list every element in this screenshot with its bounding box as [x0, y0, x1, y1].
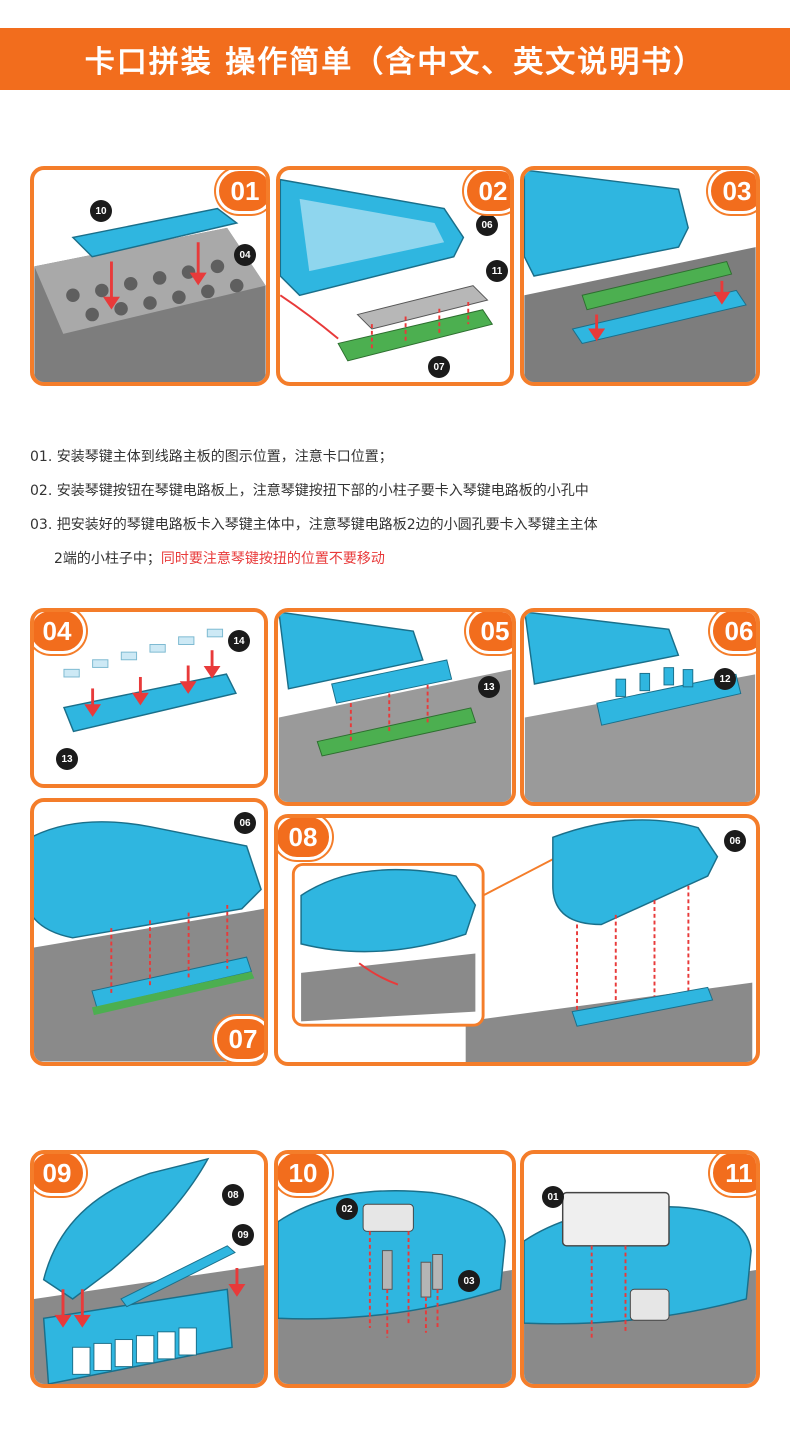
step-badge-02: 02 — [464, 170, 510, 214]
step-badge-07: 07 — [214, 1016, 264, 1062]
step-panel-08: 06 08 — [274, 814, 760, 1066]
step-03-illustration — [524, 170, 756, 382]
step-badge-03: 03 — [708, 170, 756, 214]
part-label-03: 03 — [458, 1270, 480, 1292]
part-label-06: 06 — [234, 812, 256, 834]
step-05-illustration — [278, 612, 512, 802]
step-04-illustration — [62, 628, 238, 733]
step-09-illustration — [34, 1157, 264, 1384]
step-07-illustration — [34, 821, 264, 1062]
part-label-07: 07 — [428, 356, 450, 378]
instruction-warning: 同时要注意琴键按扭的位置不要移动 — [160, 551, 385, 567]
step-badge-01: 01 — [216, 170, 266, 214]
step-panel-01: 10 04 01 — [30, 166, 270, 386]
step-panel-04: 14 13 04 — [30, 608, 268, 788]
part-label-14: 14 — [228, 630, 250, 652]
step-panel-09: 08 09 09 — [30, 1150, 268, 1388]
step-panel-05: 13 05 — [274, 608, 516, 806]
step-badge-09: 09 — [34, 1154, 86, 1196]
banner-title: 卡口拼装 操作简单（含中文、英文说明书） — [84, 45, 706, 80]
step-panel-02: 06 11 07 02 — [276, 166, 514, 386]
part-label-13: 13 — [56, 748, 78, 770]
part-label-09: 09 — [232, 1224, 254, 1246]
step-badge-05: 05 — [466, 612, 512, 654]
part-label-10: 10 — [90, 200, 112, 222]
step-panel-11: 01 11 — [520, 1150, 760, 1388]
step-panel-06: 12 06 — [520, 608, 760, 806]
step-11-illustration — [524, 1191, 756, 1384]
part-label-06: 06 — [724, 830, 746, 852]
step-10-illustration — [278, 1190, 512, 1384]
step-badge-08: 08 — [278, 818, 332, 860]
part-label-02: 02 — [336, 1198, 358, 1220]
part-label-08: 08 — [222, 1184, 244, 1206]
step-panel-03: 03 — [520, 166, 760, 386]
step-01-illustration — [34, 207, 266, 382]
part-label-11: 11 — [486, 260, 508, 282]
instruction-line-2: 02. 安装琴键按钮在琴键电路板上，注意琴键按扭下部的小柱子要卡入琴键电路板的小… — [30, 483, 589, 499]
part-label-13: 13 — [478, 676, 500, 698]
step-panel-07: 06 07 — [30, 798, 268, 1066]
instruction-line-4: 2端的小柱子中；同时要注意琴键按扭的位置不要移动 — [30, 542, 770, 576]
step-badge-04: 04 — [34, 612, 86, 654]
part-label-01: 01 — [542, 1186, 564, 1208]
part-label-12: 12 — [714, 668, 736, 690]
step-badge-11: 11 — [710, 1154, 756, 1196]
instructions-text: 01. 安装琴键主体到线路主板的图示位置，注意卡口位置； 02. 安装琴键按钮在… — [30, 440, 770, 576]
step-badge-06: 06 — [710, 612, 756, 654]
step-08-illustration — [291, 819, 753, 1062]
part-label-06: 06 — [476, 214, 498, 236]
step-02-illustration — [280, 178, 494, 362]
part-label-04: 04 — [234, 244, 256, 266]
instruction-line-1: 01. 安装琴键主体到线路主板的图示位置，注意卡口位置； — [30, 449, 393, 465]
instruction-line-4-text: 2端的小柱子中； — [54, 551, 161, 567]
instruction-line-3: 03. 把安装好的琴键电路板卡入琴键主体中，注意琴键电路板2边的小圆孔要卡入琴键… — [30, 517, 598, 533]
step-06-illustration — [524, 612, 756, 802]
step-panel-10: 02 03 10 — [274, 1150, 516, 1388]
step-badge-10: 10 — [278, 1154, 332, 1196]
title-banner: 卡口拼装 操作简单（含中文、英文说明书） — [0, 28, 790, 90]
